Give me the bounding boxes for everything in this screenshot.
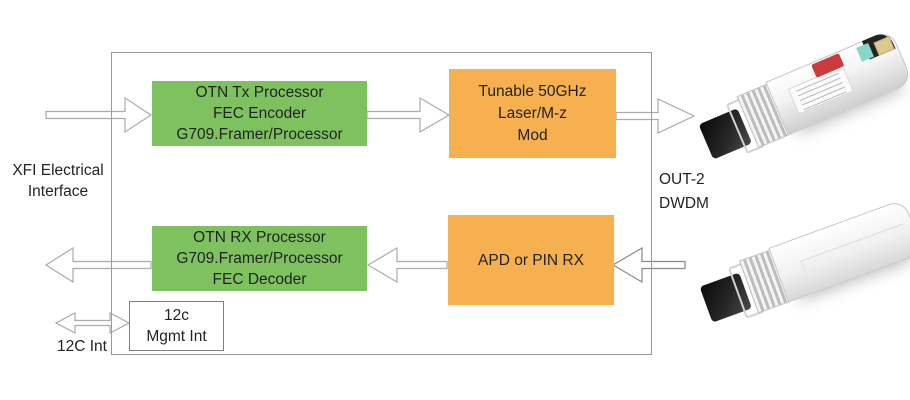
block-text-line: FEC Decoder bbox=[212, 271, 307, 288]
block-text-line: APD or PIN RX bbox=[478, 251, 584, 269]
arrow-left-apd-to-rx-icon bbox=[366, 246, 448, 284]
arrow-right-xfi-to-tx-icon bbox=[45, 96, 153, 134]
block-text-line: Laser/M-z bbox=[498, 104, 567, 122]
arrow-double-i2c-icon bbox=[54, 312, 131, 334]
block-text-line: G709.Framer/Processor bbox=[176, 126, 343, 143]
arrow-left-in-to-apd-icon bbox=[611, 246, 686, 284]
arrow-left-rx-to-xfi-icon bbox=[44, 246, 152, 284]
label-line: 12C Int bbox=[57, 338, 107, 355]
block-text-line: Mgmt Int bbox=[146, 328, 207, 345]
block-text-line: FEC Encoder bbox=[212, 105, 307, 122]
arrow-right-laser-to-out-icon bbox=[615, 98, 696, 134]
otn-rx-processor-block: OTN RX Processor G709.Framer/Processor F… bbox=[152, 226, 367, 291]
sfp-transceiver-photo-top bbox=[693, 28, 910, 166]
out2-dwdm-label: OUT-2 DWDM bbox=[659, 168, 739, 216]
label-line: Interface bbox=[27, 183, 89, 200]
block-text-line: G709.Framer/Processor bbox=[176, 250, 343, 267]
block-text-line: Tunable 50GHz bbox=[478, 82, 587, 100]
label-line: DWDM bbox=[659, 195, 709, 212]
i2c-mgmt-interface-block: 12c Mgmt Int bbox=[129, 301, 224, 351]
xfi-electrical-interface-label: XFI Electrical Interface bbox=[8, 160, 108, 202]
block-text-line: Mod bbox=[517, 126, 548, 144]
arrow-right-tx-to-laser-icon bbox=[366, 96, 451, 134]
sfp-module-body bbox=[695, 198, 910, 328]
tunable-laser-block: Tunable 50GHz Laser/M-z Mod bbox=[449, 69, 616, 158]
label-line: OUT-2 bbox=[659, 171, 705, 188]
block-text-line: OTN Tx Processor bbox=[195, 84, 324, 101]
otn-tx-processor-block: OTN Tx Processor FEC Encoder G709.Framer… bbox=[152, 81, 367, 146]
block-text-line: 12c bbox=[164, 307, 189, 324]
apd-pin-rx-block: APD or PIN RX bbox=[448, 215, 614, 305]
i2c-int-label: 12C Int bbox=[55, 336, 109, 357]
label-line: XFI Electrical bbox=[12, 162, 104, 179]
block-text-line: OTN RX Processor bbox=[193, 229, 326, 246]
sfp-module-body bbox=[693, 29, 910, 165]
